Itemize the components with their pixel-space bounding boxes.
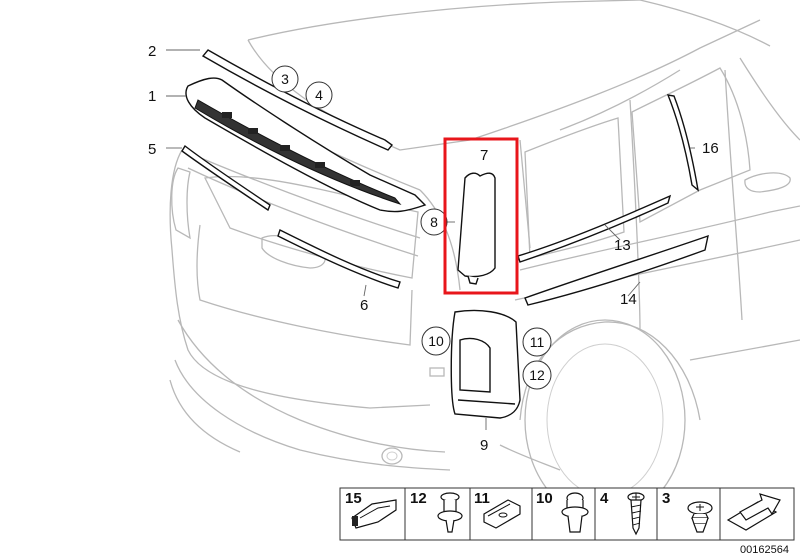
strip-number-4: 4 [600, 490, 609, 507]
part-6-trim-strip [277, 229, 401, 289]
part-9-tail-lamp [450, 309, 521, 419]
part-7-pillar-trim [457, 172, 496, 285]
callout-1: 1 [148, 88, 156, 105]
diagram-code: 00162564 [740, 544, 789, 556]
circled-callouts: 3 4 8 10 11 12 [271, 65, 552, 390]
part-13-side-moulding [517, 194, 672, 263]
callout-9: 9 [480, 437, 488, 454]
strip-number-3: 3 [662, 490, 670, 507]
strip-number-10: 10 [536, 490, 553, 507]
strip-number-12: 12 [410, 490, 427, 507]
svg-text:12: 12 [529, 367, 545, 383]
callout-14: 14 [620, 291, 637, 308]
svg-text:8: 8 [430, 214, 438, 230]
spring-nut-icon [483, 499, 521, 529]
part-16-door-trim [666, 94, 700, 192]
callout-8: 8 [420, 208, 448, 236]
callout-5: 5 [148, 141, 156, 158]
fir-tree-clip-icon [687, 501, 713, 533]
callout-6: 6 [360, 297, 368, 314]
part-5-trim-strip [181, 144, 271, 212]
push-rivet-icon [437, 492, 463, 533]
screw-icon [627, 492, 645, 536]
callout-11: 11 [522, 327, 552, 357]
callout-12: 12 [522, 360, 552, 390]
car-body-outline [169, 0, 800, 521]
svg-text:11: 11 [530, 334, 545, 350]
arrow-icon [726, 493, 781, 531]
parts-strip: 15 12 11 10 4 [339, 487, 795, 556]
callout-labels: 2 1 5 6 7 9 13 14 16 [148, 43, 719, 454]
part-2-roof-seal [201, 49, 394, 151]
callout-13: 13 [614, 237, 631, 254]
callout-3: 3 [271, 65, 299, 93]
callout-10: 10 [421, 326, 451, 356]
callout-2: 2 [148, 43, 156, 60]
callout-4: 4 [305, 81, 333, 109]
part-1-roof-spoiler [185, 77, 427, 213]
highlight-box-part-7 [443, 137, 519, 295]
callout-7: 7 [480, 147, 488, 164]
part-14-side-moulding [524, 234, 709, 306]
svg-text:4: 4 [315, 87, 323, 103]
callout-16: 16 [702, 140, 719, 157]
strip-number-11: 11 [474, 490, 490, 507]
strip-number-15: 15 [345, 490, 362, 507]
svg-text:3: 3 [281, 71, 289, 87]
expanding-nut-icon [561, 492, 589, 533]
clip-bracket-icon [351, 499, 397, 529]
svg-text:10: 10 [428, 333, 444, 349]
